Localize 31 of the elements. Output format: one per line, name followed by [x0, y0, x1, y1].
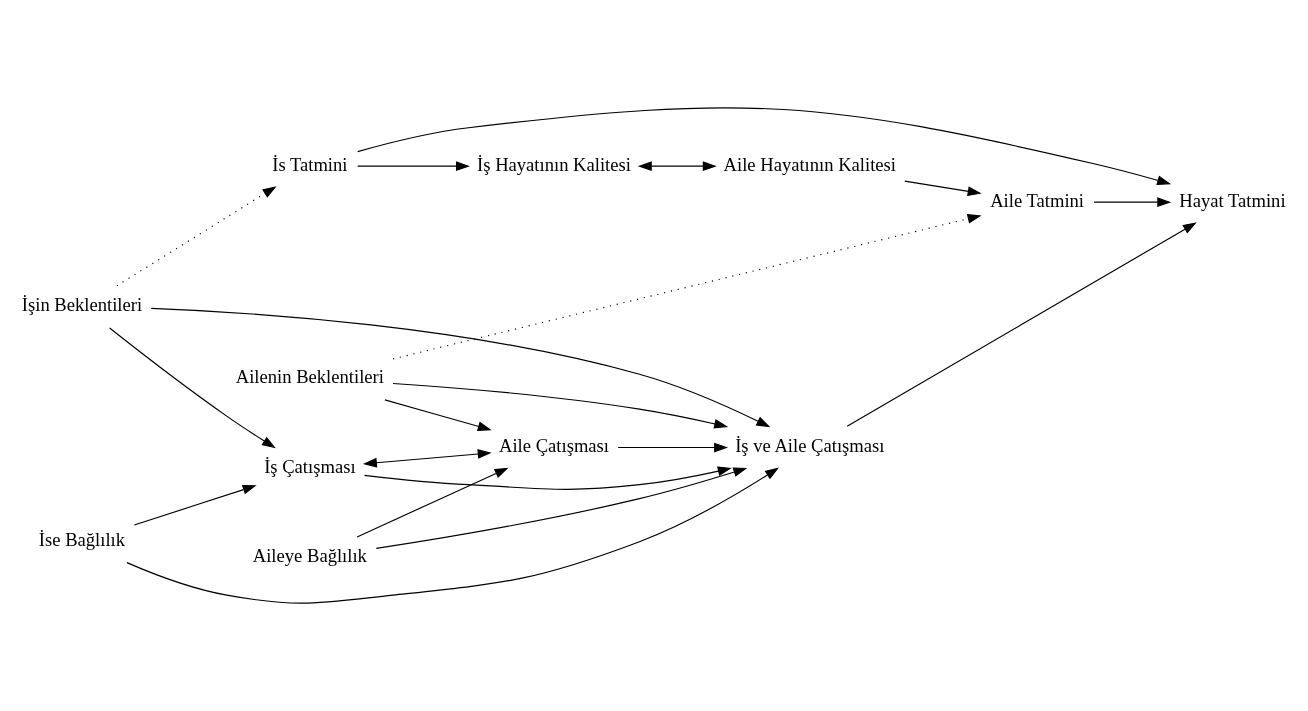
node-text: Aile Hayatının Kalitesi: [723, 153, 897, 175]
arrow: [392, 382, 729, 429]
node-text: İş ve Aile Çatışması: [735, 434, 885, 456]
arrow: [356, 467, 509, 538]
arrow: [375, 467, 748, 550]
arrow: [384, 399, 492, 432]
node-text: Ailenin Beklentileri: [235, 366, 384, 388]
arrow: [357, 161, 470, 171]
node-text: İşin Beklentileri: [21, 294, 143, 316]
arrow: [150, 307, 771, 428]
node-text: Aile Tatmini: [990, 189, 1085, 211]
arrow: [846, 222, 1197, 427]
node-text: Hayat Tatmini: [1179, 189, 1286, 211]
node-text: İse Bağlılık: [38, 529, 126, 551]
arrow: [362, 449, 492, 468]
node-text: İş Hayatının Kalitesi: [477, 153, 631, 175]
arrow: [392, 214, 982, 360]
arrow: [109, 327, 276, 449]
node-text: İs Tatmini: [272, 153, 348, 175]
arrow: [357, 107, 1172, 186]
arrow: [116, 186, 277, 287]
node-text: Aile Çatışması: [499, 434, 610, 456]
arrow: [126, 467, 780, 604]
arrow: [904, 180, 982, 197]
arrow: [133, 485, 257, 526]
arrow: [637, 161, 717, 171]
arrow: [363, 466, 732, 490]
node-text: Aileye Bağlılık: [252, 545, 367, 567]
arrow: [1093, 197, 1172, 208]
arrow: [617, 442, 729, 453]
node-text: İş Çatışması: [264, 455, 356, 477]
